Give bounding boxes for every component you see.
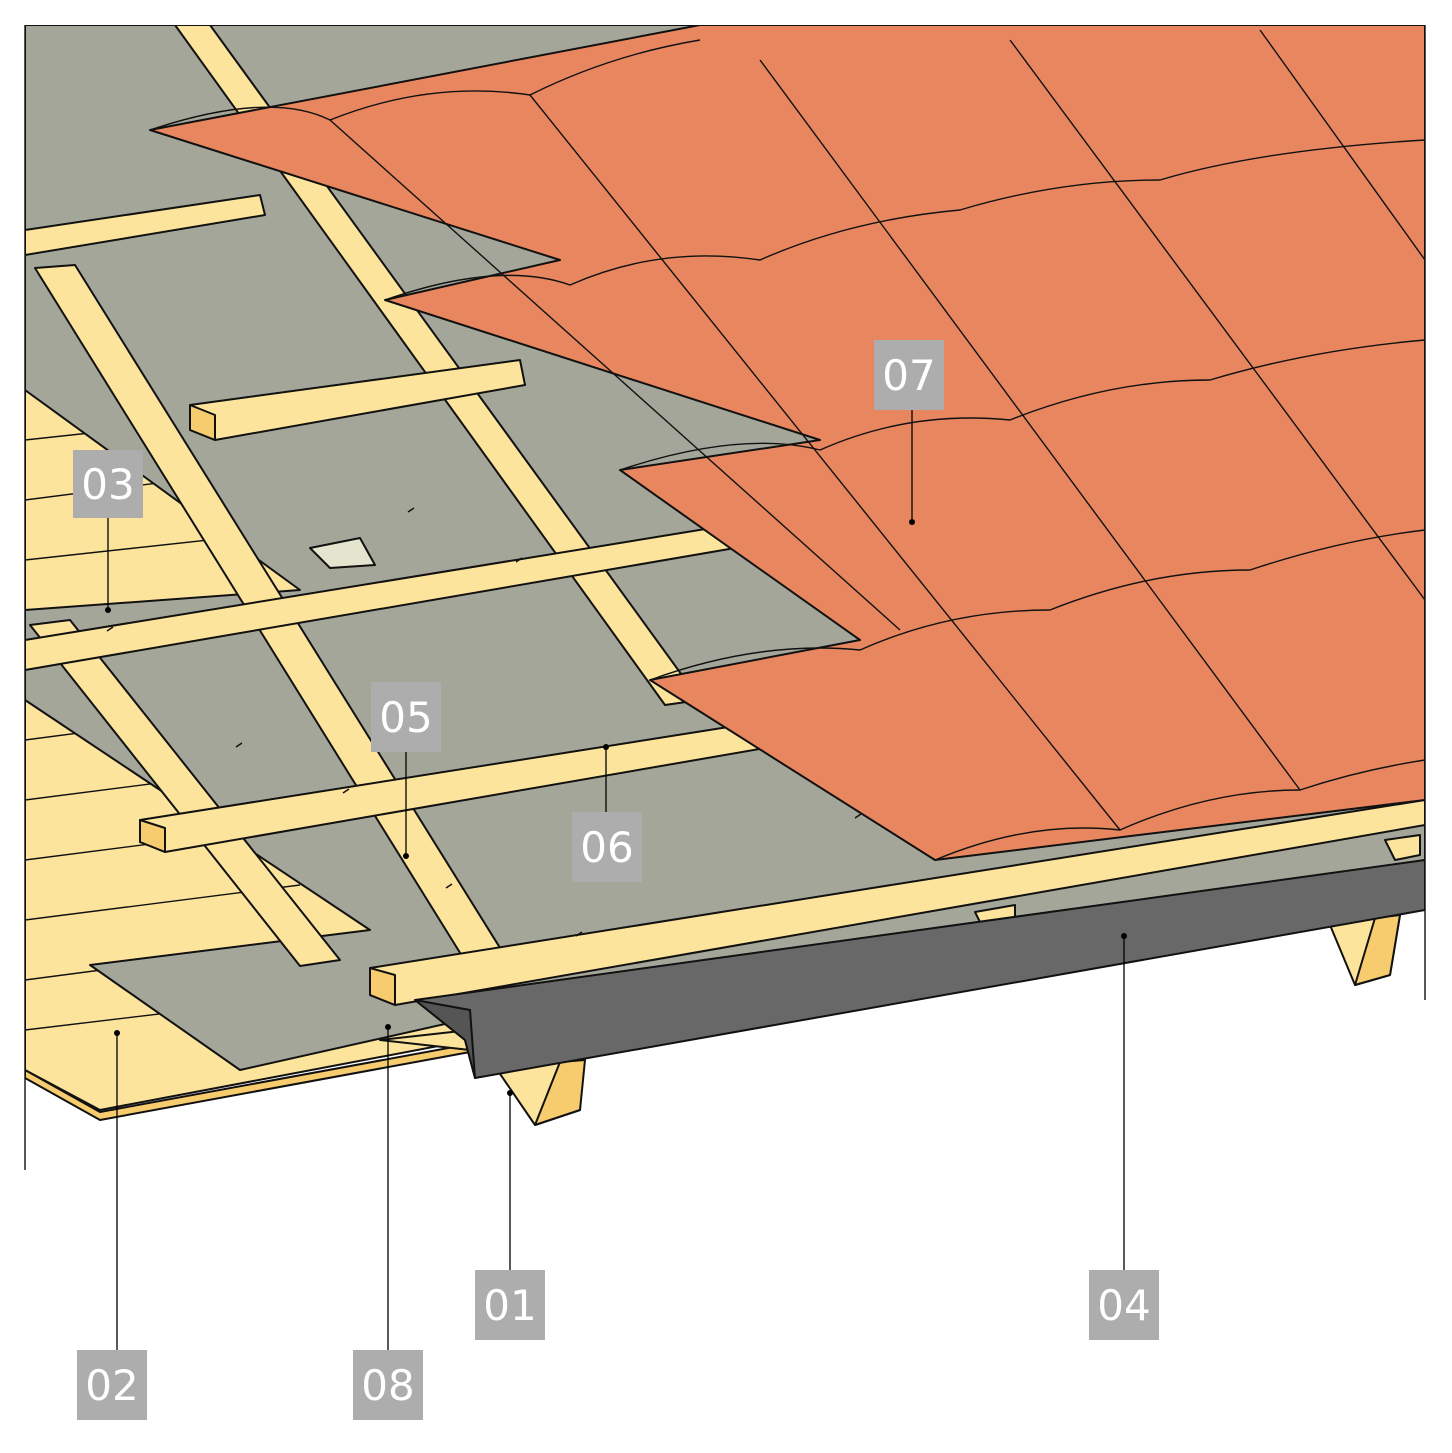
part-label-03-text: 03: [81, 460, 134, 509]
part-label-05-text: 05: [379, 693, 432, 742]
part-label-04-text: 04: [1097, 1281, 1150, 1330]
part-label-06: 06: [572, 812, 642, 882]
part-label-02: 02: [77, 1350, 147, 1420]
roof-tiles: [149, 25, 1425, 861]
part-label-07: 07: [874, 340, 944, 410]
membrane-lap: [309, 537, 376, 569]
leader-lines: [105, 410, 1127, 1350]
part-label-03: 03: [73, 450, 143, 518]
part-label-01-text: 01: [483, 1281, 536, 1330]
part-label-05: 05: [371, 682, 441, 752]
part-label-04: 04: [1089, 1270, 1159, 1340]
part-label-01: 01: [475, 1270, 545, 1340]
part-label-07-text: 07: [882, 351, 935, 400]
part-label-06-text: 06: [580, 823, 633, 872]
part-label-08-text: 08: [361, 1361, 414, 1410]
part-label-02-text: 02: [85, 1361, 138, 1410]
frame-lines: [24, 25, 1426, 1170]
tile-battens: [25, 194, 1425, 1006]
eaves-flashing: [414, 859, 1425, 1079]
fixing-marks: [106, 507, 862, 937]
part-label-08: 08: [353, 1350, 423, 1420]
